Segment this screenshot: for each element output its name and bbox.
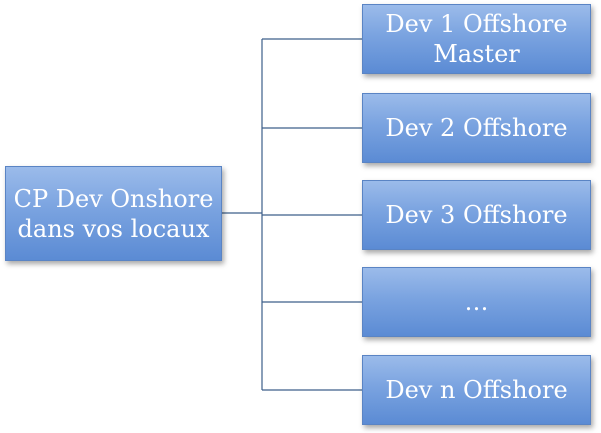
child-node-dev-2: Dev 2 Offshore bbox=[362, 93, 591, 163]
child-node-dev-1: Dev 1 Offshore Master bbox=[362, 4, 591, 74]
child-node-dev-n: Dev n Offshore bbox=[362, 355, 591, 425]
child-node-dev-3: Dev 3 Offshore bbox=[362, 180, 591, 250]
child-node-ellipsis: … bbox=[362, 267, 591, 337]
root-node: CP Dev Onshore dans vos locaux bbox=[5, 166, 222, 261]
